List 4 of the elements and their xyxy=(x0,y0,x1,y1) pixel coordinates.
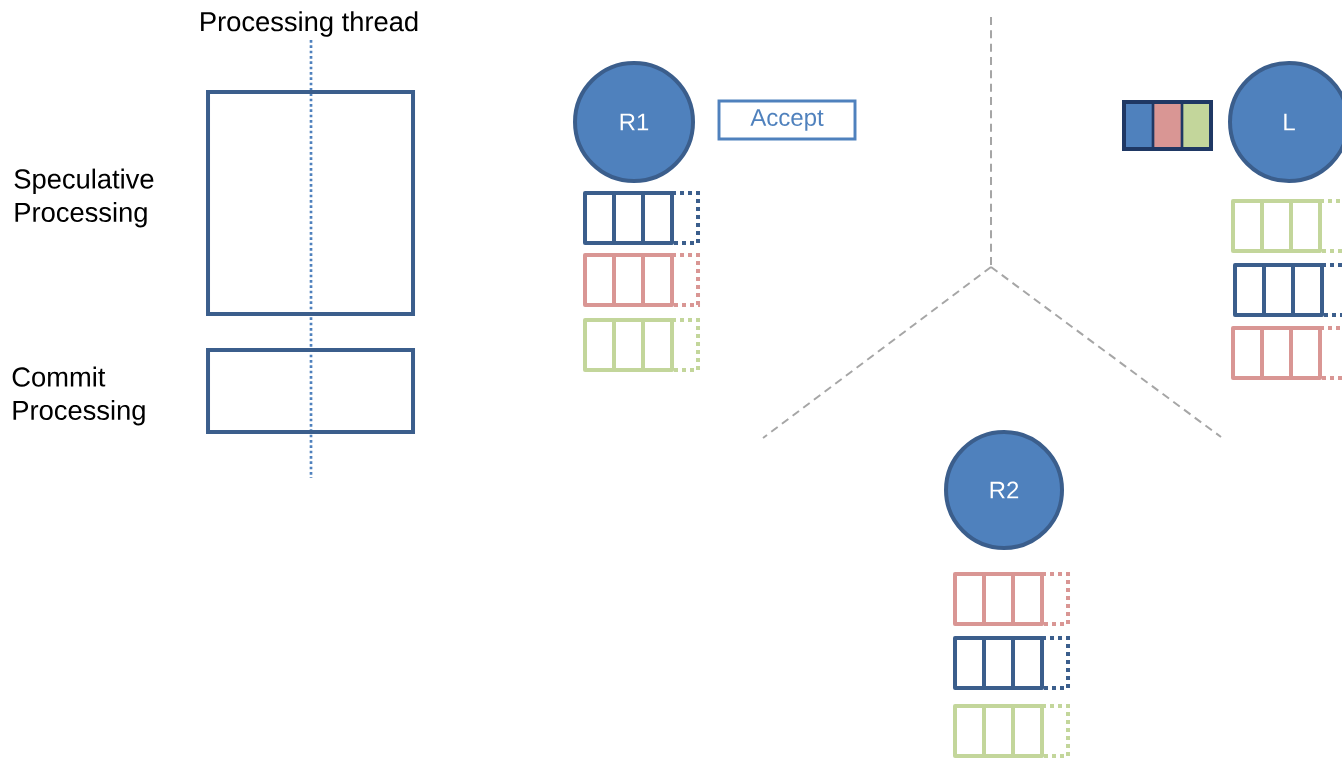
label-box: Accept xyxy=(717,99,857,141)
box-caption: Speculative Processing xyxy=(14,168,154,228)
box-caption: Commit Processing xyxy=(12,366,145,426)
heading-label: Processing thread xyxy=(201,11,418,37)
